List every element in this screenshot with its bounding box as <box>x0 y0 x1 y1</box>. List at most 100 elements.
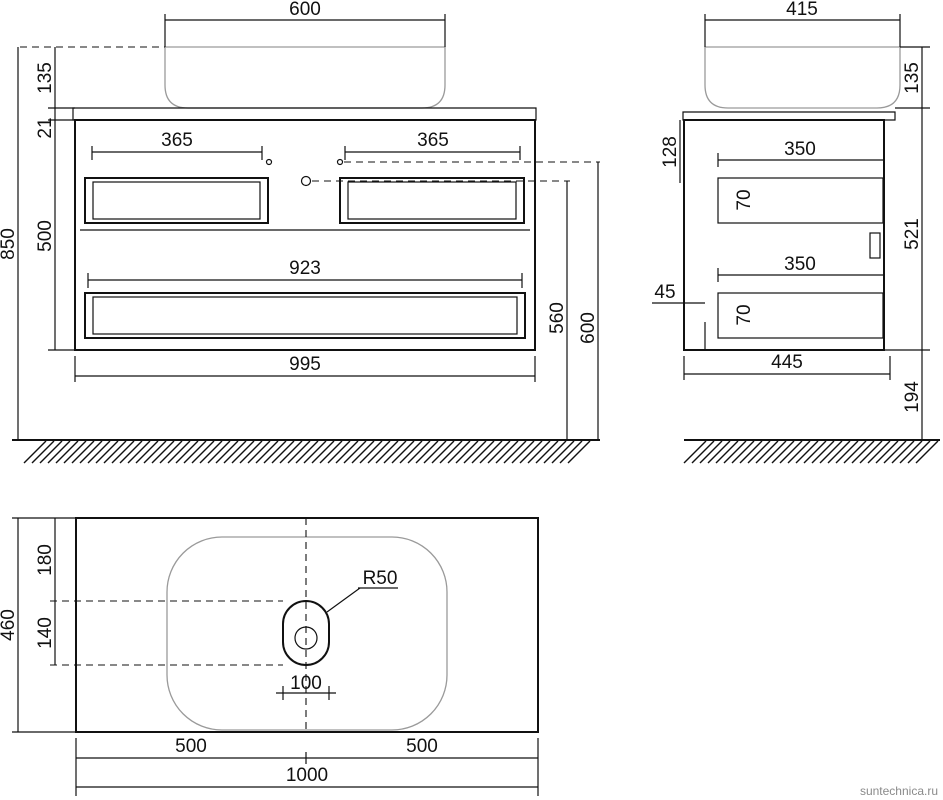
hatch-stroke <box>159 440 183 464</box>
hatch-stroke <box>479 440 503 464</box>
wall-bracket <box>869 232 881 259</box>
basin-side-outline <box>704 46 901 109</box>
hatch-stroke <box>543 440 567 464</box>
side-view: 415 135 521 194 128 350 70 350 70 45 445 <box>652 0 940 464</box>
hatch-stroke <box>519 440 543 464</box>
hatch-stroke <box>199 440 223 464</box>
hatch-stroke <box>527 440 551 464</box>
dim-drawer-left-width: 365 <box>161 130 193 151</box>
hatch-stroke <box>715 440 739 464</box>
hatch-stroke <box>71 440 95 464</box>
hatch-stroke <box>771 440 795 464</box>
dim-upper-drawer-height: 70 <box>734 189 755 210</box>
hatch-stroke <box>811 440 835 464</box>
hatch-stroke <box>183 440 207 464</box>
countertop-front <box>72 107 537 121</box>
dim-top-thickness: 21 <box>35 117 56 138</box>
dim-lower-drawer-width: 923 <box>289 258 321 279</box>
basin-front-outline <box>164 46 446 109</box>
hatch-stroke <box>31 440 55 464</box>
dim-body-depth: 445 <box>771 352 803 373</box>
hatch-stroke <box>247 440 271 464</box>
hatch-stroke <box>567 440 591 464</box>
hatch-stroke <box>439 440 463 464</box>
upper-left-drawer <box>84 177 269 224</box>
hatch-stroke <box>787 440 811 464</box>
hatch-stroke <box>279 440 303 464</box>
cabinet-body-side <box>683 119 885 351</box>
hatch-stroke <box>915 440 939 464</box>
hatch-stroke <box>431 440 455 464</box>
hatch-stroke <box>319 440 343 464</box>
tap-hole-left <box>265 158 273 166</box>
hatch-stroke <box>375 440 399 464</box>
hatch-stroke <box>271 440 295 464</box>
dim-total-width: 1000 <box>286 765 328 786</box>
lower-drawer <box>84 292 526 339</box>
hatch-stroke <box>287 440 311 464</box>
dim-lower-drawer-height: 70 <box>734 304 755 325</box>
hatch-stroke <box>191 440 215 464</box>
dim-upper-drawer-depth: 350 <box>784 139 816 160</box>
dim-right-half: 500 <box>406 736 438 757</box>
hatch-stroke <box>471 440 495 464</box>
dim-total-height: 850 <box>0 228 19 260</box>
lower-drawer-side <box>717 292 884 339</box>
hatch-stroke <box>739 440 763 464</box>
hatch-stroke <box>167 440 191 464</box>
hatch-stroke <box>731 440 755 464</box>
hatch-stroke <box>455 440 479 464</box>
dim-total-depth: 460 <box>0 609 19 641</box>
hatch-stroke <box>63 440 87 464</box>
hatch-stroke <box>391 440 415 464</box>
dim-top-offset: 128 <box>660 136 681 168</box>
hatch-stroke <box>535 440 559 464</box>
hatch-stroke <box>311 440 335 464</box>
hatch-stroke <box>359 440 383 464</box>
dim-drain-radius: R50 <box>363 568 398 589</box>
lower-drawer-inner <box>92 296 518 335</box>
hatch-stroke <box>803 440 827 464</box>
hatch-stroke <box>55 440 79 464</box>
hatch-stroke <box>135 440 159 464</box>
hatch-stroke <box>891 440 915 464</box>
hatch-stroke <box>303 440 327 464</box>
hatch-stroke <box>511 440 535 464</box>
dim-basin-width: 600 <box>289 0 321 20</box>
dim-lower-drawer-depth: 350 <box>784 254 816 275</box>
hatch-stroke <box>843 440 867 464</box>
hatch-stroke <box>755 440 779 464</box>
dim-basin-depth: 415 <box>786 0 818 20</box>
watermark: suntechnica.ru <box>860 784 938 798</box>
hatch-stroke <box>367 440 391 464</box>
hatch-stroke <box>343 440 367 464</box>
tap-hole-right <box>336 158 344 166</box>
hatch-stroke <box>683 440 707 464</box>
dim-upper-body-height: 500 <box>35 220 56 252</box>
hatch-stroke <box>819 440 843 464</box>
hatch-stroke <box>559 440 583 464</box>
hatch-stroke <box>795 440 819 464</box>
hatch-stroke <box>295 440 319 464</box>
hatch-stroke <box>747 440 771 464</box>
dim-floor-clearance: 194 <box>902 381 923 413</box>
hatch-stroke <box>23 440 47 464</box>
hatch-stroke <box>415 440 439 464</box>
hatch-stroke <box>39 440 63 464</box>
hatch-stroke <box>87 440 111 464</box>
dim-left-half: 500 <box>175 736 207 757</box>
dim-basin-front-offset: 180 <box>35 544 56 576</box>
dim-body-height: 521 <box>902 218 923 250</box>
hatch-stroke <box>487 440 511 464</box>
hatch-stroke <box>223 440 247 464</box>
hatch-stroke <box>707 440 731 464</box>
hatch-stroke <box>827 440 851 464</box>
hatch-stroke <box>723 440 747 464</box>
drain-circle <box>294 626 318 650</box>
hatch-stroke <box>503 440 527 464</box>
hatch-stroke <box>383 440 407 464</box>
hatch-stroke <box>883 440 907 464</box>
hatch-stroke <box>875 440 899 464</box>
